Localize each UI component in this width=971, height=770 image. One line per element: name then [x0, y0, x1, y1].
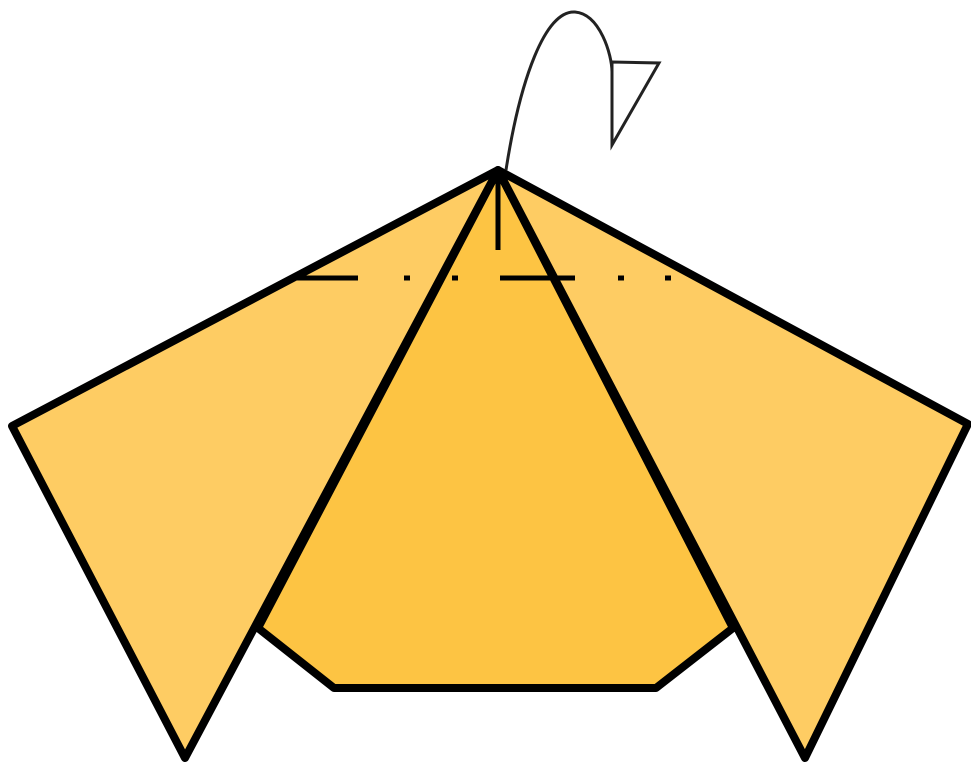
curved-arrow-icon — [506, 12, 659, 170]
